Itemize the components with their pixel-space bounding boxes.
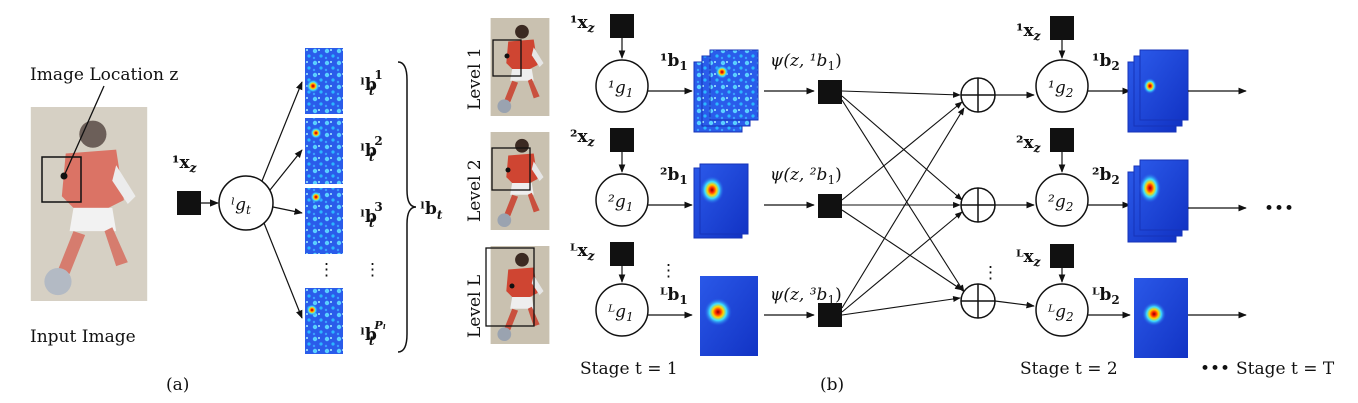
sum-node-l [960, 283, 996, 319]
classifier-node-a [218, 175, 274, 231]
rowl-feat2-label: ᴸxz [1016, 247, 1042, 269]
row1-belief2-stack [1127, 49, 1189, 133]
row1-psi-block [818, 80, 842, 104]
feature-block-a [177, 191, 201, 215]
vdots-a-maps: ⋮ [318, 260, 335, 280]
rowl-belief1-map [700, 276, 758, 356]
row2-belief2-stack [1127, 159, 1189, 243]
row2-belief1-label: ²b1 [660, 165, 688, 187]
cross-connections [841, 90, 965, 316]
rowl-node2 [1035, 283, 1089, 337]
row1-psi-label: ψ(z, ¹b1) [770, 51, 842, 73]
belief-map-1 [305, 48, 343, 114]
rowl-feat1-label: ᴸxz [570, 241, 596, 263]
rowl-belief1-label: ᴸb1 [660, 285, 688, 307]
row2-belief2-label: ²b2 [1092, 165, 1120, 187]
rowl-node1 [595, 283, 649, 337]
row2-node1-label: ²g1 [608, 192, 633, 214]
row2-node2 [1035, 173, 1089, 227]
vdots-a-labels: ⋮ [364, 260, 381, 280]
row2-psi-label: ψ(z, ²b1) [770, 165, 842, 187]
level-label-2: Level 2 [465, 159, 485, 222]
level-l-photo [485, 246, 550, 344]
belief-brace [397, 61, 417, 353]
panel-b: Level 1 Level 2 Level L ¹xz ¹g1 ¹b1 ψ(z,… [465, 13, 1335, 395]
sum-node-2 [960, 187, 996, 223]
row1-feat2-label: ¹xz [1016, 21, 1042, 43]
row2-feat2-label: ²xz [1016, 133, 1042, 155]
level-1-photo [490, 18, 550, 116]
vdots-b-left: ⋮ [660, 261, 677, 281]
rowl-belief2-map [1134, 278, 1188, 358]
ellipsis-row2: ••• [1264, 199, 1294, 219]
row1-node2 [1035, 59, 1089, 113]
belief-label-2: ˡbt2 [360, 134, 383, 164]
level-2-photo [490, 132, 550, 230]
rowl-belief2-label: ᴸb2 [1092, 285, 1120, 307]
location-pointer-line [63, 85, 105, 177]
belief-label-1: ˡbt1 [360, 68, 383, 98]
stage-t-label: Stage t = T [1236, 359, 1335, 379]
feature-label-a: ¹xz [172, 153, 198, 175]
belief-label-p: ˡbtPₗ [360, 319, 386, 348]
stage-2-label: Stage t = 2 [1020, 359, 1118, 379]
row2-feat2-block [1050, 128, 1074, 152]
row2-feat1-label: ²xz [570, 127, 596, 149]
row1-belief1-stack [693, 49, 759, 133]
vdots-b-sum: ⋮ [982, 263, 999, 283]
row1-node1 [595, 59, 649, 113]
row2-psi-block [818, 194, 842, 218]
caption-a: (a) [166, 375, 189, 395]
level-label-l: Level L [465, 275, 485, 338]
rowl-feat1-block [610, 242, 634, 266]
row2-belief1-stack [693, 163, 749, 239]
rowl-node1-label: ᴸg1 [607, 302, 634, 324]
caption-b: (b) [820, 375, 844, 395]
rowl-node2-label: ᴸg2 [1047, 302, 1074, 324]
rowl-feat2-block [1050, 244, 1074, 268]
sum-node-1 [960, 77, 996, 113]
ellipsis-stage: ••• [1200, 359, 1230, 379]
row2-node1 [595, 173, 649, 227]
row1-feat1-label: ¹xz [570, 13, 596, 35]
row1-belief1-label: ¹b1 [660, 51, 688, 73]
belief-map-p [305, 288, 343, 354]
panel-a: Image Location z Input Image (a) ¹xz ˡgt… [24, 48, 443, 395]
rowl-psi-block [818, 303, 842, 327]
row2-feat1-block [610, 128, 634, 152]
belief-group-label: ˡbt [420, 199, 443, 222]
input-image [24, 107, 154, 301]
image-location-box [41, 156, 82, 203]
row1-node2-label: ¹g2 [1048, 78, 1073, 100]
classifier-label-a: ˡgt [231, 195, 251, 217]
rowl-psi-label: ψ(z, ³b1) [770, 285, 842, 307]
row1-feat1-block [610, 14, 634, 38]
stage-1-label: Stage t = 1 [580, 359, 678, 379]
level-label-1: Level 1 [465, 47, 485, 110]
belief-label-3: ˡbt3 [360, 200, 383, 230]
row1-belief2-label: ¹b2 [1092, 51, 1120, 73]
row1-node1-label: ¹g1 [608, 78, 633, 100]
image-location-label: Image Location z [30, 65, 178, 85]
row1-feat2-block [1050, 16, 1074, 40]
row2-node2-label: ²g2 [1048, 192, 1073, 214]
belief-map-2 [305, 118, 343, 184]
belief-map-3 [305, 188, 343, 254]
input-image-label: Input Image [30, 327, 136, 347]
